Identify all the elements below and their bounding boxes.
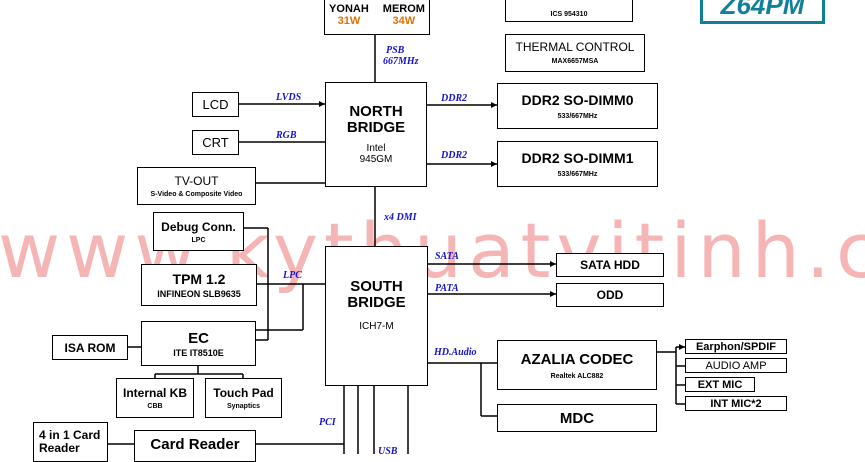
bus-label-rgb: RGB <box>276 130 297 141</box>
bus-label-pata: PATA <box>435 283 459 294</box>
north-bridge-vendor: Intel <box>366 143 386 155</box>
clock-part: ICS 954310 <box>550 11 588 18</box>
ext-mic-box: EXT MIC <box>685 377 755 392</box>
mdc-label: MDC <box>559 409 595 427</box>
tpm-box: TPM 1.2 INFINEON SLB9635 <box>141 264 257 306</box>
model-tag: Z64PM <box>700 0 825 24</box>
audio-amp-box: AUDIO AMP <box>685 358 787 373</box>
debug-conn-label: Debug Conn. <box>161 219 236 234</box>
thermal-control-box: THERMAL CONTROL MAX6657MSA <box>505 34 645 72</box>
bus-label-ddr2-a: DDR2 <box>441 93 468 104</box>
azalia-codec-box: AZALIA CODEC Realtek ALC882 <box>497 340 657 390</box>
azalia-codec-label: AZALIA CODEC <box>520 350 634 368</box>
tvout-sub: S-Video & Composite Video <box>150 191 243 198</box>
isa-rom-label: ISA ROM <box>64 340 116 355</box>
bus-label-dmi: x4 DMI <box>384 212 417 223</box>
north-bridge-title-1: NORTH <box>349 102 403 120</box>
cpu-merom-power: 34W <box>392 15 416 27</box>
debug-conn-sub: LPC <box>191 236 206 244</box>
tpm-sub: INFINEON SLB9635 <box>157 289 241 299</box>
touch-pad-label: Touch Pad <box>213 386 274 400</box>
touch-pad-sub: Synaptics <box>226 403 261 410</box>
card-4in1-box: 4 in 1 Card Reader <box>33 422 108 462</box>
north-bridge-box: NORTH BRIDGE Intel 945GM <box>325 82 427 187</box>
bus-label-usb: USB <box>378 446 398 457</box>
odd-box: ODD <box>556 283 664 307</box>
debug-conn-box: Debug Conn. LPC <box>153 212 244 251</box>
dimm1-box: DDR2 SO-DIMM1 533/667MHz <box>497 141 658 187</box>
bus-label-lvds: LVDS <box>276 92 302 103</box>
dimm0-box: DDR2 SO-DIMM0 533/667MHz <box>497 83 658 129</box>
bus-label-psb: PSB <box>386 45 405 56</box>
ec-label: EC <box>188 329 209 347</box>
earphone-spdif-box: Earphon/SPDIF <box>685 339 787 354</box>
card-reader-box: Card Reader <box>134 430 256 462</box>
earphone-spdif-label: Earphon/SPDIF <box>695 340 777 353</box>
tvout-label: TV-OUT <box>174 174 219 188</box>
bus-label-pci: PCI <box>319 417 336 428</box>
tpm-label: TPM 1.2 <box>172 271 226 287</box>
south-bridge-title-2: BRIDGE <box>347 293 406 311</box>
thermal-part: MAX6657MSA <box>551 58 599 66</box>
south-bridge-part: ICH7-M <box>359 320 394 332</box>
south-bridge-box: SOUTH BRIDGE ICH7-M <box>325 246 428 386</box>
ext-mic-label: EXT MIC <box>697 378 743 391</box>
ec-sub: ITE IT8510E <box>173 347 224 358</box>
card-reader-label: Card Reader <box>150 436 240 453</box>
bus-label-psb-speed: 667MHz <box>383 56 419 67</box>
azalia-codec-sub: Realtek ALC882 <box>550 372 604 380</box>
internal-kb-box: Internal KB CBB <box>116 378 194 418</box>
mdc-box: MDC <box>497 404 657 432</box>
clock-generator-box: ICS 954310 <box>505 0 633 22</box>
cpu-merom-label: MEROM <box>382 3 425 15</box>
lcd-label: LCD <box>202 97 229 112</box>
dimm1-speed: 533/667MHz <box>557 171 598 178</box>
sata-hdd-box: SATA HDD <box>556 253 664 277</box>
odd-label: ODD <box>596 288 624 302</box>
sata-hdd-label: SATA HDD <box>580 258 640 272</box>
audio-amp-label: AUDIO AMP <box>705 359 767 372</box>
north-bridge-title-2: BRIDGE <box>346 118 406 136</box>
bus-label-hda: HD.Audio <box>434 347 477 358</box>
cpu-box: YONAH 31W MEROM 34W <box>324 0 430 35</box>
internal-kb-sub: CBB <box>147 403 163 410</box>
lcd-box: LCD <box>192 92 239 117</box>
south-bridge-title-1: SOUTH <box>350 278 403 295</box>
bus-label-sata: SATA <box>435 251 459 262</box>
cpu-yonah-power: 31W <box>337 15 361 27</box>
isa-rom-box: ISA ROM <box>52 335 128 360</box>
tvout-box: TV-OUT S-Video & Composite Video <box>137 167 256 205</box>
card-4in1-line1: 4 in 1 Card <box>39 428 101 442</box>
dimm0-speed: 533/667MHz <box>557 113 598 120</box>
card-4in1-line2: Reader <box>39 441 80 456</box>
crt-box: CRT <box>192 130 239 155</box>
internal-kb-label: Internal KB <box>122 386 187 400</box>
cpu-yonah-label: YONAH <box>329 3 369 15</box>
crt-label: CRT <box>202 135 229 150</box>
ec-box: EC ITE IT8510E <box>141 321 256 366</box>
int-mic-label: INT MIC*2 <box>710 397 762 410</box>
thermal-title: THERMAL CONTROL <box>515 39 635 54</box>
dimm1-label: DDR2 SO-DIMM1 <box>521 150 634 166</box>
bus-label-lpc: LPC <box>283 270 302 281</box>
bus-label-ddr2-b: DDR2 <box>441 150 468 161</box>
touch-pad-box: Touch Pad Synaptics <box>205 378 282 418</box>
int-mic-box: INT MIC*2 <box>685 396 787 411</box>
north-bridge-part: 945GM <box>359 154 393 166</box>
dimm0-label: DDR2 SO-DIMM0 <box>521 92 634 108</box>
